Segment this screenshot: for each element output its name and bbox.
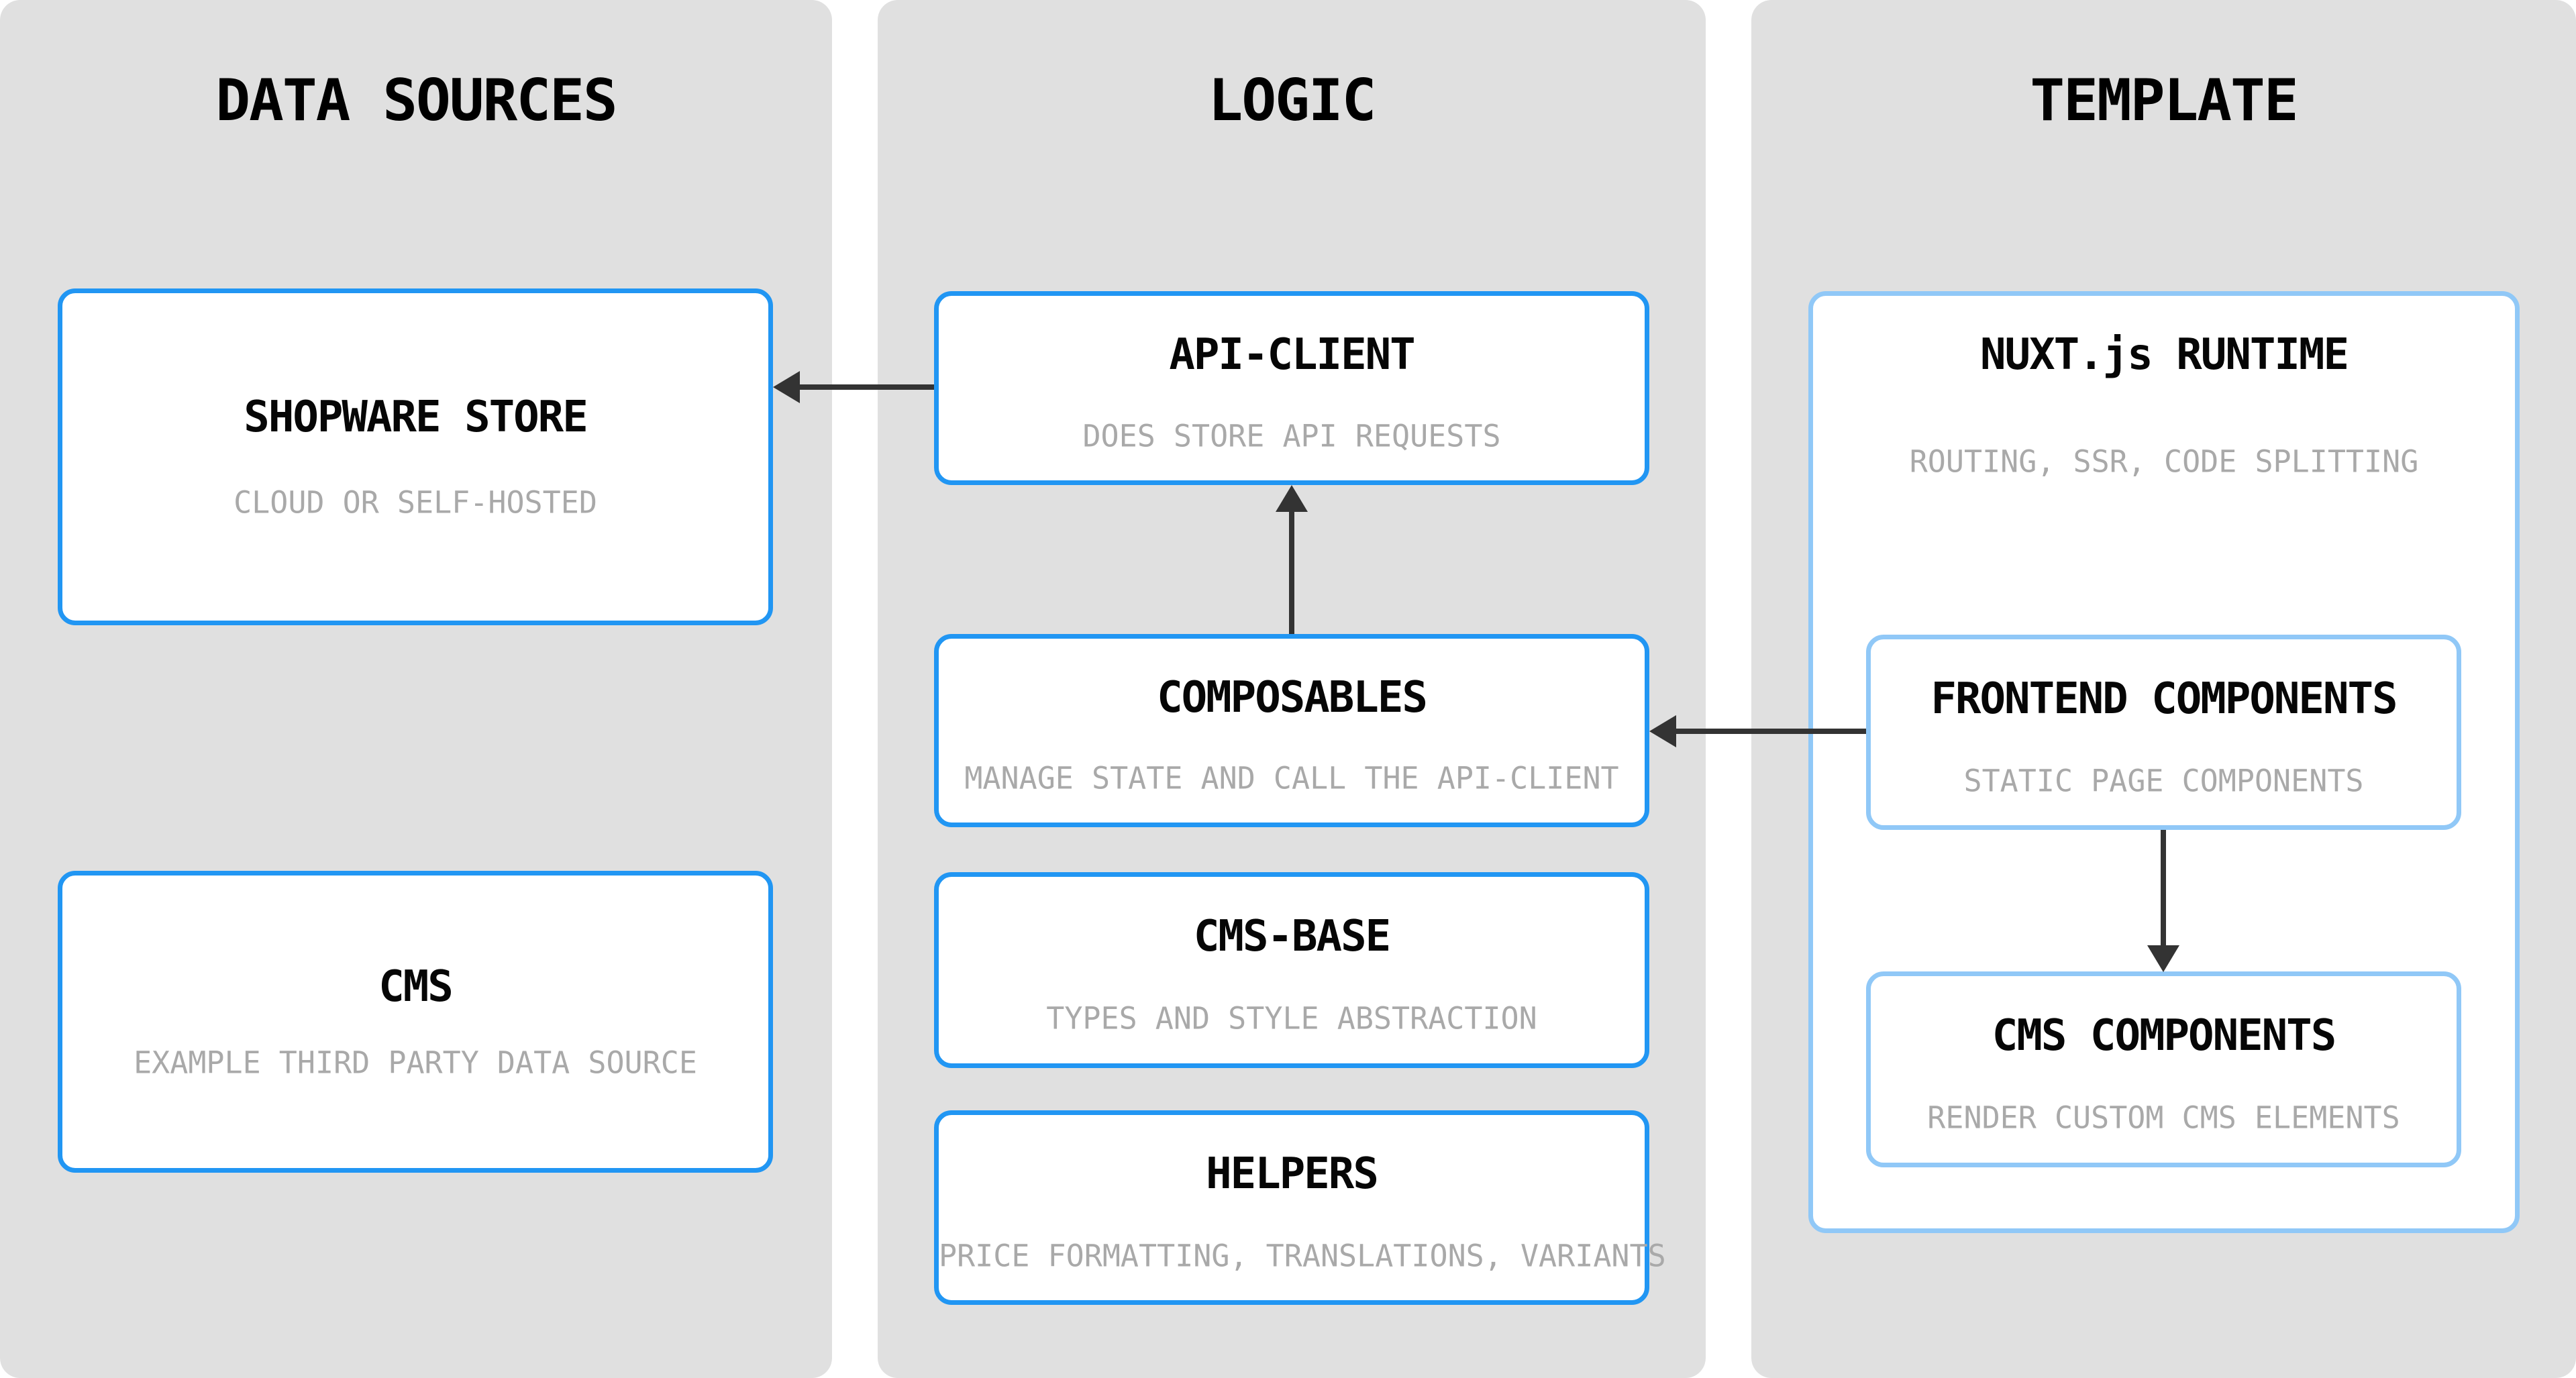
column-title-template: TEMPLATE — [2030, 67, 2298, 134]
node-composables-subtitle: MANAGE STATE AND CALL THE API-CLIENT — [964, 760, 1619, 796]
node-shopware-store-subtitle: CLOUD OR SELF-HOSTED — [234, 484, 597, 521]
node-frontend-components-title: FRONTEND COMPONENTS — [1930, 674, 2398, 724]
node-cms-components: CMS COMPONENTS RENDER CUSTOM CMS ELEMENT… — [1866, 971, 2461, 1167]
node-cms-components-subtitle: RENDER CUSTOM CMS ELEMENTS — [1927, 1100, 2400, 1136]
node-helpers-subtitle: PRICE FORMATTING, TRANSLATIONS, VARIANTS — [939, 1238, 1666, 1274]
node-cms-base: CMS-BASE TYPES AND STYLE ABSTRACTION — [934, 872, 1649, 1068]
column-title-logic: LOGIC — [1208, 67, 1377, 134]
node-cms-subtitle: EXAMPLE THIRD PARTY DATA SOURCE — [134, 1045, 697, 1081]
node-composables: COMPOSABLES MANAGE STATE AND CALL THE AP… — [934, 634, 1649, 827]
node-cms-title: CMS — [378, 961, 454, 1012]
node-cms-base-subtitle: TYPES AND STYLE ABSTRACTION — [1046, 1000, 1537, 1037]
node-nuxt-runtime-title: NUXT.js RUNTIME — [1980, 330, 2349, 380]
arrow-line — [1289, 511, 1294, 634]
arrowhead-left-icon — [773, 371, 800, 403]
arrowhead-left-icon — [1649, 715, 1676, 747]
node-cms: CMS EXAMPLE THIRD PARTY DATA SOURCE — [58, 871, 773, 1173]
arrow-line — [798, 384, 934, 390]
node-api-client-title: API-CLIENT — [1169, 330, 1415, 380]
node-cms-base-title: CMS-BASE — [1193, 911, 1391, 961]
node-cms-components-title: CMS COMPONENTS — [1992, 1010, 2336, 1061]
arrow-line — [1675, 729, 1866, 734]
node-shopware-store-title: SHOPWARE STORE — [244, 392, 588, 443]
node-nuxt-runtime-subtitle: ROUTING, SSR, CODE SPLITTING — [1909, 443, 2419, 480]
node-frontend-components-subtitle: STATIC PAGE COMPONENTS — [1963, 763, 2364, 799]
node-composables-title: COMPOSABLES — [1157, 672, 1428, 723]
node-frontend-components: FRONTEND COMPONENTS STATIC PAGE COMPONEN… — [1866, 635, 2461, 830]
arrow-line — [2161, 830, 2166, 947]
arrowhead-up-icon — [1276, 485, 1308, 512]
arrowhead-down-icon — [2147, 945, 2179, 972]
node-helpers: HELPERS PRICE FORMATTING, TRANSLATIONS, … — [934, 1110, 1666, 1305]
node-shopware-store: SHOPWARE STORE CLOUD OR SELF-HOSTED — [58, 288, 773, 625]
node-api-client-subtitle: DOES STORE API REQUESTS — [1082, 418, 1501, 454]
node-api-client: API-CLIENT DOES STORE API REQUESTS — [934, 291, 1649, 485]
column-title-data-sources: DATA SOURCES — [215, 67, 617, 134]
node-helpers-title: HELPERS — [1206, 1149, 1379, 1200]
